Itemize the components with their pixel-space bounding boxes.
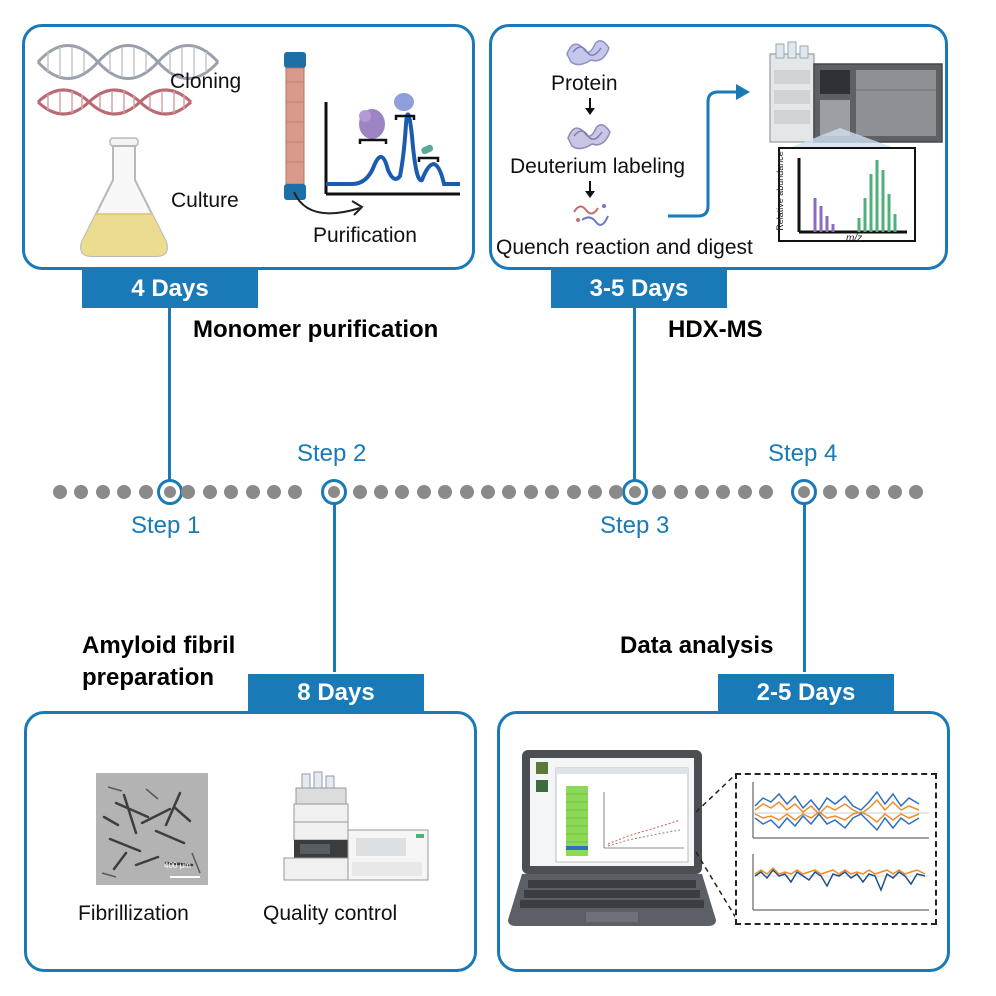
timeline-dot	[74, 485, 89, 499]
timeline-dot	[588, 485, 602, 499]
timeline-dot	[245, 485, 260, 499]
timeline-dot	[481, 485, 495, 499]
quench-digest-label: Quench reaction and digest	[496, 236, 753, 259]
step-1-marker	[157, 479, 183, 505]
tem-micrograph-image: 400 μm	[96, 773, 208, 885]
zoom-connector	[784, 128, 900, 150]
timeline-dot	[117, 485, 132, 499]
step-3-label: Step 3	[600, 512, 670, 539]
connector-step-4	[803, 504, 806, 672]
timeline-dot	[523, 485, 538, 499]
timeline-dot	[224, 485, 239, 499]
timeline-dot	[759, 485, 774, 499]
step-3-marker	[622, 479, 648, 505]
mass-spectrum-chart	[797, 158, 907, 234]
timeline-dot	[695, 485, 709, 499]
timeline-dot	[202, 485, 217, 499]
timeline-dot	[502, 485, 517, 499]
hplc-instrument-icon	[283, 771, 429, 881]
dna-helix-icon	[36, 44, 220, 116]
hdx-duration-tab: 3-5 Days	[551, 270, 727, 308]
spectrum-y-axis-label: Relative abundance	[774, 151, 785, 231]
timeline-dot	[374, 485, 388, 499]
protein-label: Protein	[551, 72, 618, 95]
timeline-dot	[737, 485, 752, 499]
down-arrow-icon	[585, 181, 595, 198]
timeline-dot	[652, 485, 667, 499]
timeline-dot	[95, 485, 110, 499]
timeline-dot	[545, 485, 560, 499]
mass-spectrum-box	[778, 147, 916, 242]
laptop-icon	[508, 750, 716, 926]
purification-label: Purification	[313, 224, 417, 247]
cloning-label: Cloning	[170, 70, 242, 93]
hdx-ms-title: HDX-MS	[668, 316, 763, 343]
timeline-dot	[887, 485, 902, 499]
spectrum-x-axis-label: m/z	[846, 233, 863, 244]
monomer-duration-tab: 4 Days	[82, 270, 258, 308]
step-4-label: Step 4	[768, 440, 838, 467]
step-1-label: Step 1	[131, 512, 201, 539]
timeline-dot	[267, 485, 281, 499]
timeline-dot	[395, 485, 410, 499]
timeline-dot	[438, 485, 453, 499]
step-2-label: Step 2	[297, 440, 367, 467]
zoom-lines	[695, 773, 737, 919]
step-2-marker	[321, 479, 347, 505]
connector-step-2	[333, 504, 336, 672]
monomer-purification-title: Monomer purification	[193, 316, 439, 343]
mass-spectrometer-icon	[769, 41, 943, 143]
timeline-dot	[716, 485, 731, 499]
timeline-dot	[566, 485, 581, 499]
fibril-title-line-2: preparation	[82, 664, 215, 691]
step-4-marker	[791, 479, 817, 505]
protein-structure-icon	[566, 40, 610, 66]
peptide-fragments-icon	[573, 204, 609, 226]
scale-bar-label: 400 μm	[164, 861, 191, 870]
data-analysis-title: Data analysis	[620, 632, 774, 659]
timeline-dot	[288, 485, 303, 499]
timeline-dot	[352, 485, 367, 499]
deuterium-labeling-label: Deuterium labeling	[510, 155, 686, 178]
timeline-dot	[609, 485, 624, 499]
timeline-dot	[673, 485, 688, 499]
butterfly-plot-chart	[752, 782, 929, 839]
labeled-protein-icon	[567, 124, 611, 150]
fibril-title-line-1: Amyloid fibril	[82, 632, 236, 659]
flow-arrow-icon	[293, 191, 364, 216]
timeline-dot	[181, 485, 196, 499]
analysis-duration-tab: 2-5 Days	[718, 674, 894, 712]
culture-label: Culture	[171, 189, 239, 212]
connector-step-3	[633, 308, 636, 480]
connector-step-1	[168, 308, 171, 480]
timeline-dot	[416, 485, 431, 499]
fibrillization-label: Fibrillization	[78, 902, 189, 925]
timeline-dot	[459, 485, 474, 499]
down-arrow-icon	[585, 98, 595, 115]
chromatogram-chart	[324, 93, 460, 196]
quality-control-label: Quality control	[263, 902, 398, 925]
difference-plot-chart	[752, 854, 929, 911]
chromatography-column-icon	[284, 52, 306, 200]
timeline-dot	[844, 485, 859, 499]
workflow-arrow-icon	[668, 84, 750, 218]
timeline-dot	[909, 485, 923, 499]
timeline-dot	[138, 485, 153, 499]
fibril-duration-tab: 8 Days	[248, 674, 424, 712]
timeline-dot	[866, 485, 881, 499]
analysis-plots-box	[735, 773, 937, 925]
timeline-dot	[53, 485, 67, 499]
timeline-dot	[823, 485, 838, 499]
culture-flask-icon	[80, 137, 168, 257]
